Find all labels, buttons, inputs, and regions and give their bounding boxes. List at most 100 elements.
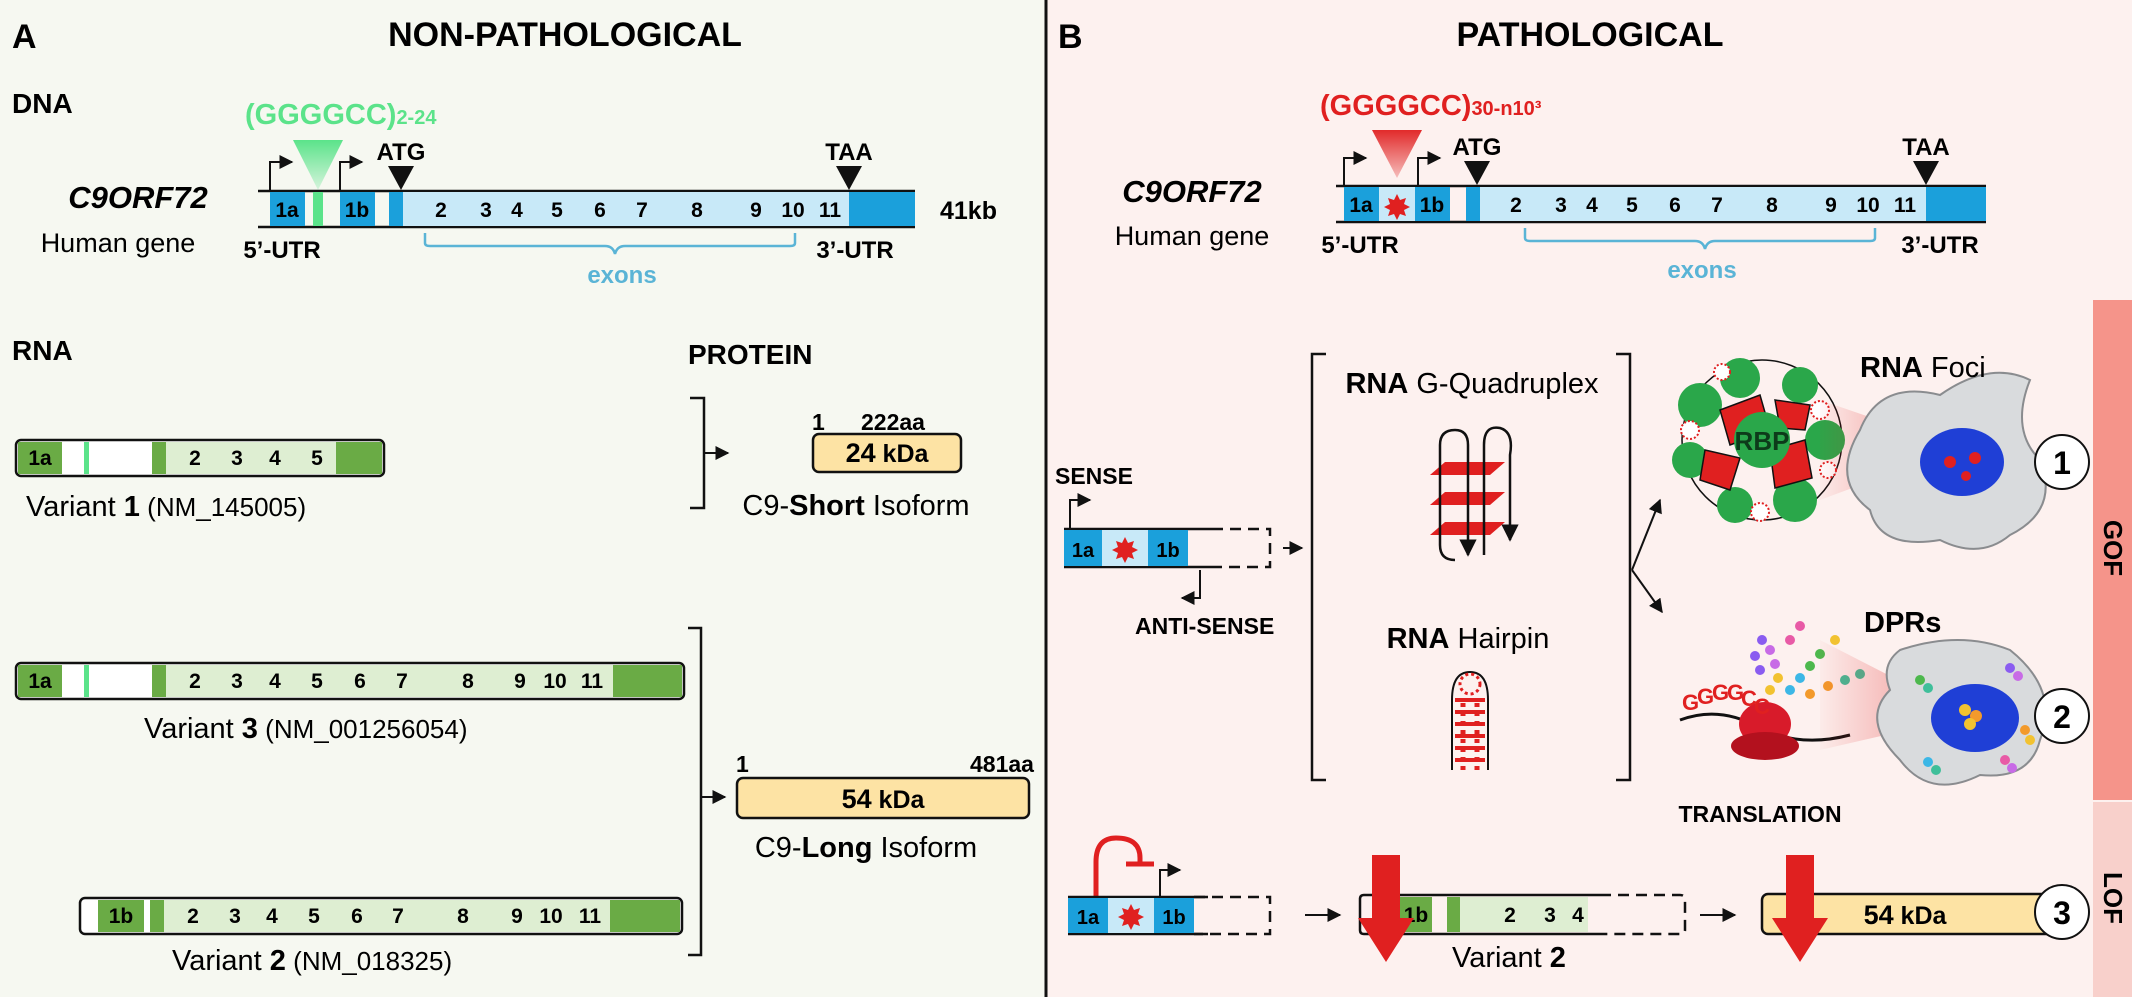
lof-exon-1a-label: 1a — [1077, 907, 1100, 929]
antisense-label: ANTI-SENSE — [1135, 613, 1274, 639]
short-isoform-protein — [811, 432, 963, 474]
exon-label: 1a — [28, 670, 52, 693]
exon-label: 5 — [308, 905, 320, 928]
exon-label: 1a — [28, 447, 52, 470]
coding-exons-b — [1480, 187, 1926, 221]
exon-label: 1b — [109, 905, 134, 928]
gene-subtitle: Human gene — [41, 228, 196, 258]
long-isoform-label: C9-Long Isoform — [755, 832, 977, 864]
badge-1-label: 1 — [2053, 445, 2071, 481]
exon-label: 8 — [462, 670, 474, 693]
variant-2-label: Variant 2 (NM_018325) — [172, 945, 452, 977]
promoter-arrow-1b — [339, 155, 364, 191]
sense-dashed-extension — [1212, 527, 1272, 569]
exon-label: 5 — [551, 199, 563, 222]
promoter-arrow-1b-b — [1417, 151, 1442, 186]
exon-2-coding-start-b — [1466, 187, 1480, 221]
rna-foci-title: RNA Foci — [1860, 352, 1986, 384]
gene-name: C9ORF72 — [68, 180, 208, 215]
lof-bar — [2093, 802, 2132, 997]
cell-1-nucleus — [1920, 428, 2004, 496]
rna-label: RNA — [12, 335, 73, 366]
sequence-letter: G — [1697, 684, 1714, 709]
exon-label: 11 — [1894, 194, 1917, 217]
exon-label: 6 — [1669, 194, 1681, 217]
sense-exon-1a — [1064, 530, 1102, 566]
variant-2-3-bracket — [688, 626, 703, 957]
exon-label: 10 — [543, 670, 566, 693]
exon-1b-b — [1415, 187, 1450, 221]
sequence-letter: G — [1682, 690, 1699, 715]
exon-label: 4 — [511, 199, 523, 222]
exon-label: 5 — [311, 670, 323, 693]
rbp-aggregate-icon — [1672, 358, 1845, 523]
exon-label: 1b — [345, 199, 370, 222]
panel-b-letter: B — [1058, 18, 1083, 56]
variant-3-label: Variant 3 (NM_001256054) — [144, 713, 468, 745]
lof-variant-label: Variant 2 — [1452, 942, 1566, 974]
repeat-marker — [293, 140, 343, 190]
exon-label: 11 — [581, 670, 604, 693]
exon-label: 2 — [189, 447, 201, 470]
sequence-letter: C — [1741, 686, 1757, 711]
panel-a: A NON-PATHOLOGICAL DNA C9ORF72 Human gen… — [12, 16, 1034, 977]
exon-label: 2 — [1510, 194, 1522, 217]
exon-label: 6 — [354, 670, 366, 693]
dprs-title: DPRs — [1864, 607, 1941, 639]
exon-label: 8 — [691, 199, 703, 222]
exon-1a-b — [1344, 187, 1379, 221]
lof-protein-size: 54 kDa — [1864, 900, 1948, 930]
long-end: 481aa — [970, 751, 1034, 777]
short-start: 1 — [812, 409, 825, 435]
exon-11-utr — [849, 192, 915, 226]
structures-bracket-right — [1616, 352, 1632, 782]
gof-label: GOF — [2098, 520, 2128, 576]
repeat-label: (GGGGCC)2-24 — [245, 99, 437, 131]
lof-label: LOF — [2098, 872, 2128, 924]
promoter-arrow-1a — [269, 155, 294, 191]
exon-label: 9 — [511, 905, 523, 928]
foci-dot — [1961, 471, 1971, 481]
utr3-label: 3’-UTR — [816, 237, 893, 264]
sense-exon-1b — [1148, 530, 1188, 566]
variant-1-label: Variant 1 (NM_145005) — [26, 491, 306, 523]
exon-label: 7 — [636, 199, 648, 222]
exon-label: 5 — [1626, 194, 1638, 217]
gene-subtitle-b: Human gene — [1115, 221, 1270, 251]
promoter-inhibition-icon — [1093, 835, 1143, 896]
exon-label: 9 — [1825, 194, 1837, 217]
badge-2 — [2034, 688, 2090, 744]
exon-label: 3 — [231, 670, 243, 693]
exon-label: 1a — [275, 199, 299, 222]
panel-b: B PATHOLOGICAL C9ORF72 Human gene (GGGGC… — [1055, 16, 2132, 997]
exons-bracket — [423, 233, 797, 255]
exon-label: 11 — [579, 905, 602, 928]
promoter-arrow-1a-b — [1343, 151, 1368, 186]
lof-exon-1b — [1154, 898, 1194, 933]
rbp-label: RBP — [1735, 426, 1790, 456]
exon-label: 10 — [781, 199, 804, 222]
exon-label: 5 — [311, 447, 323, 470]
exon-label: 2 — [435, 199, 447, 222]
coding-exons — [403, 192, 849, 226]
utr5-label-b: 5’-UTR — [1321, 232, 1398, 259]
lof-repeat-star-icon — [1118, 904, 1144, 930]
exon-label: 7 — [1711, 194, 1723, 217]
sequence-letter: G — [1727, 680, 1744, 705]
exon-label: 11 — [819, 199, 842, 222]
exon-label: 2 — [1504, 904, 1516, 927]
exon-label: 2 — [189, 670, 201, 693]
taa-label: TAA — [825, 139, 873, 166]
exon-1a — [270, 192, 305, 226]
badge-1 — [2034, 434, 2090, 490]
gof-bar — [2093, 300, 2132, 800]
gene-size: 41kb — [940, 197, 997, 225]
panel-a-letter: A — [12, 18, 37, 56]
panel-a-background — [0, 0, 1046, 997]
panel-a-title: NON-PATHOLOGICAL — [388, 16, 742, 54]
